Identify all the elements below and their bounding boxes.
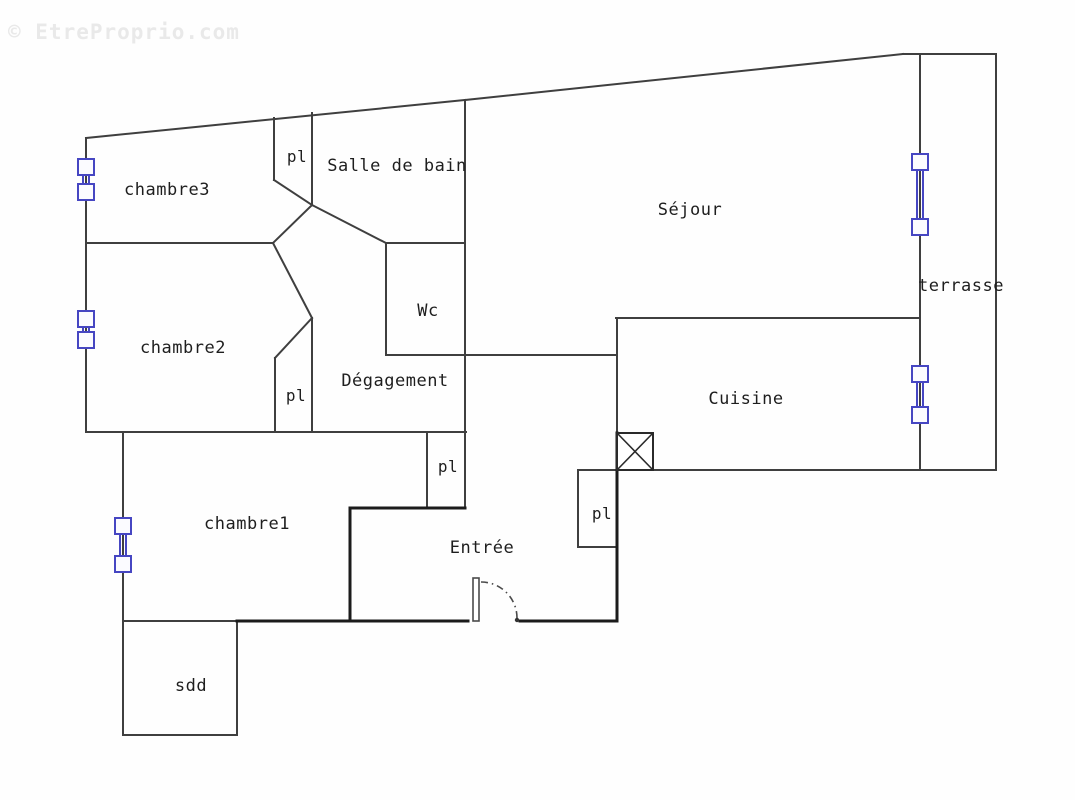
entry-door-icon xyxy=(472,577,520,623)
room-label-chambre3: chambre3 xyxy=(124,180,210,200)
room-label-chambre2: chambre2 xyxy=(140,338,226,358)
closet-label: pl xyxy=(286,386,306,405)
walls xyxy=(84,52,997,736)
room-label-terrasse: terrasse xyxy=(918,276,1004,296)
room-label-wc: Wc xyxy=(417,301,438,321)
closet-label: pl xyxy=(438,457,458,476)
duct-icon xyxy=(616,432,654,471)
window-icon xyxy=(911,365,929,424)
window-icon xyxy=(911,153,929,236)
room-label-sdd: sdd xyxy=(175,676,207,696)
watermark: © EtreProprio.com xyxy=(8,20,240,44)
window-icon xyxy=(77,310,95,349)
window-icon xyxy=(114,517,132,573)
room-label-salle-de-bain: Salle de bain xyxy=(327,156,467,176)
window-icon xyxy=(77,158,95,201)
room-label-sejour: Séjour xyxy=(658,200,722,220)
room-label-degagement: Dégagement xyxy=(341,371,448,391)
closet-label: pl xyxy=(592,504,612,523)
closet-label: pl xyxy=(287,147,307,166)
room-label-cuisine: Cuisine xyxy=(708,389,783,409)
room-label-entree: Entrée xyxy=(450,538,514,558)
room-label-chambre1: chambre1 xyxy=(204,514,290,534)
